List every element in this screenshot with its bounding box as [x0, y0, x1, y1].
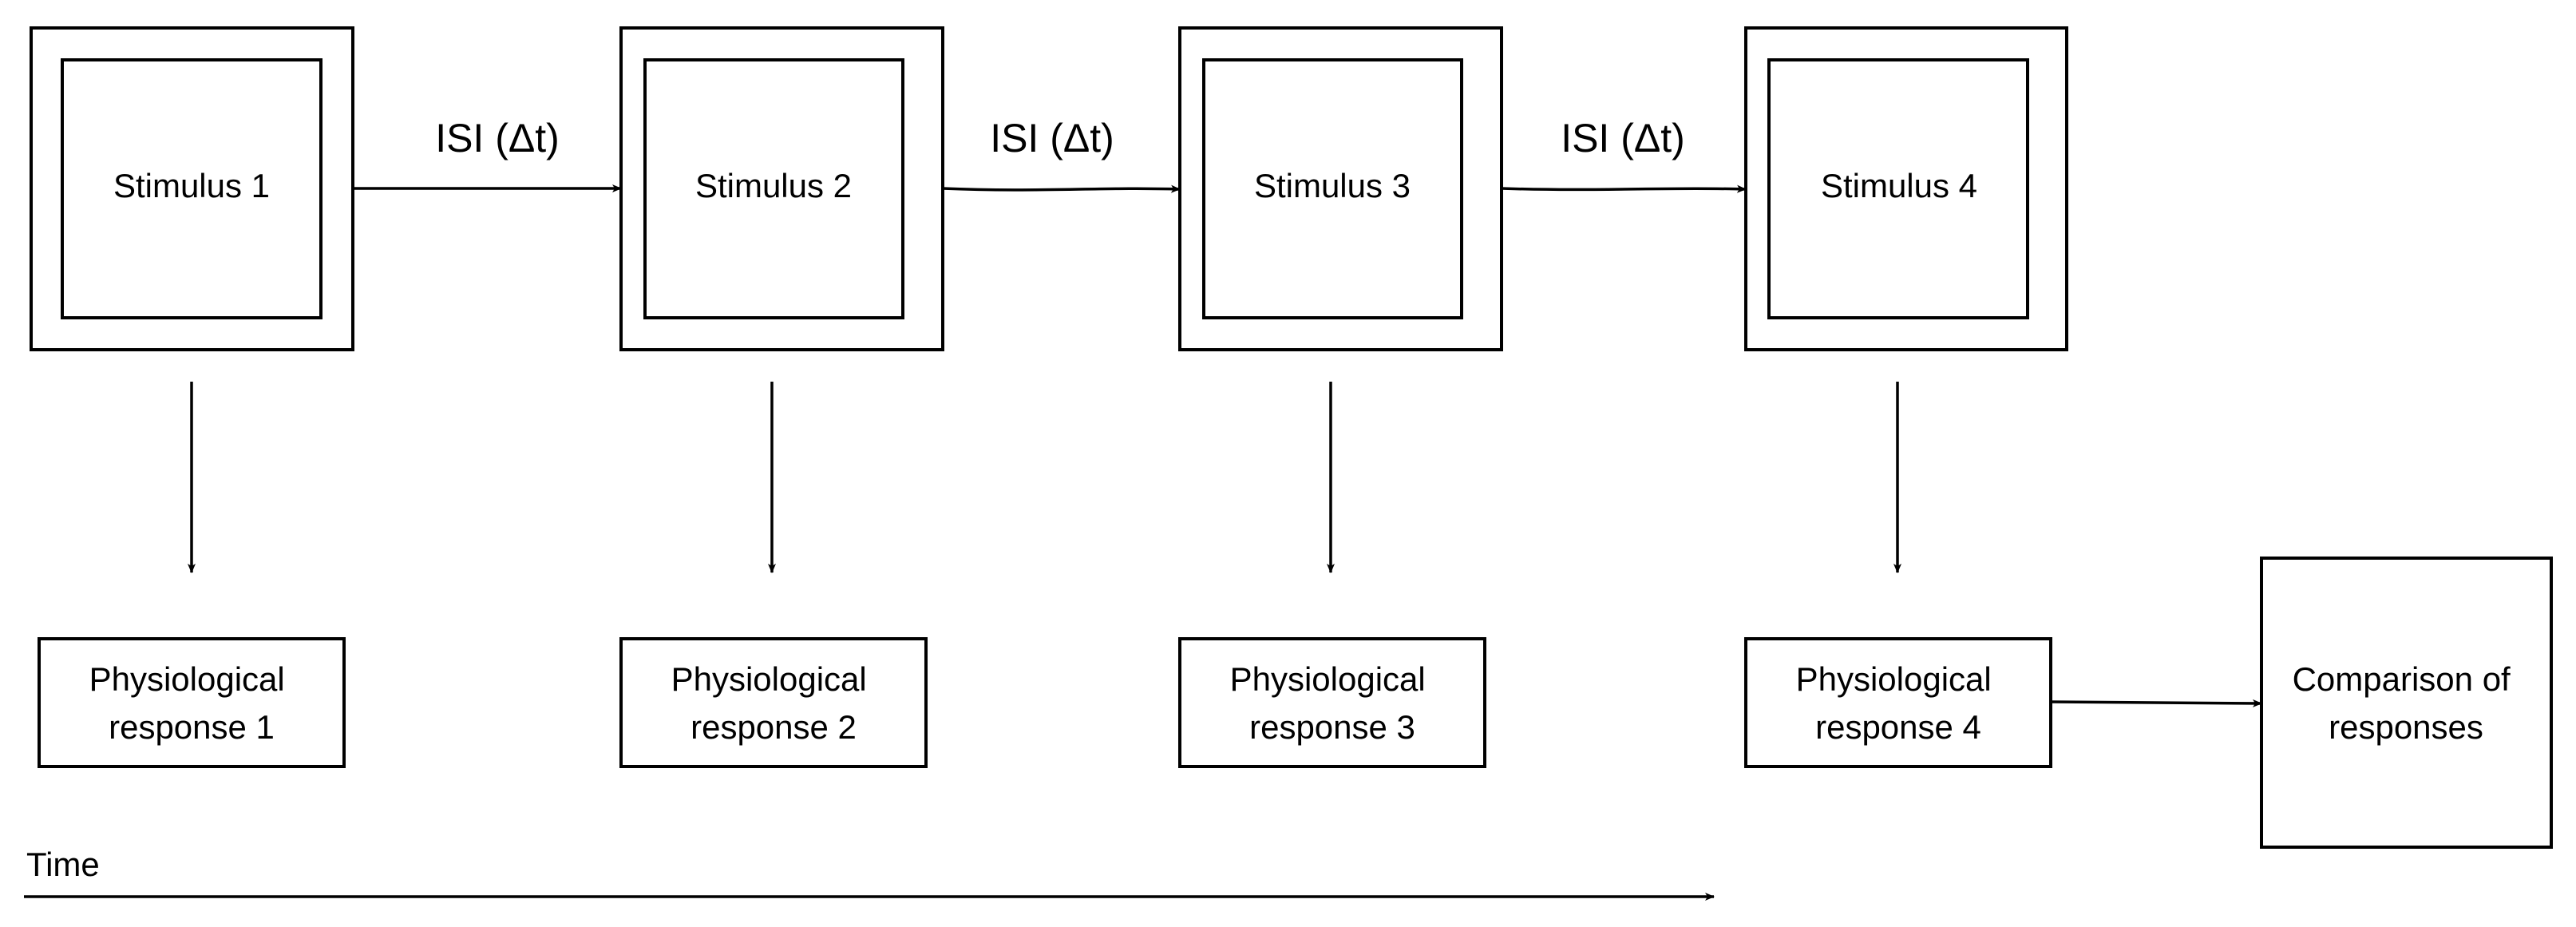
stimulus-4-label: Stimulus 4 [1821, 167, 1977, 204]
response-3-line1: Physiological [1230, 660, 1426, 698]
response-4-node: Physiological response 4 [1744, 637, 2052, 768]
response-4-line2: response 4 [1815, 708, 1981, 746]
response-1-line1: Physiological [89, 660, 285, 698]
stimulus-3-node: Stimulus 3 [1178, 26, 1503, 351]
stimulus-1-node: Stimulus 1 [30, 26, 354, 351]
stimulus-1-label: Stimulus 1 [113, 167, 270, 204]
svg-text:Physiological response 3: Physiological response 3 [1230, 660, 1435, 746]
isi-label-3: ISI (Δt) [1561, 116, 1685, 160]
time-label: Time [26, 846, 100, 883]
response-2-line1: Physiological [671, 660, 867, 698]
response-2-line2: response 2 [690, 708, 857, 746]
isi-label-1: ISI (Δt) [435, 116, 560, 160]
response-1-node: Physiological response 1 [38, 637, 346, 768]
svg-text:Physiological response 4: Physiological response 4 [1796, 660, 2001, 746]
svg-text:Physiological response 2: Physiological response 2 [671, 660, 876, 746]
stimulus-2-label: Stimulus 2 [695, 167, 852, 204]
comparison-arrow [2050, 699, 2262, 707]
svg-text:Physiological response 1: Physiological response 1 [89, 660, 295, 746]
response-2-node: Physiological response 2 [619, 637, 928, 768]
comparison-line1: Comparison of [2293, 660, 2511, 698]
stimulus-4-node: Stimulus 4 [1744, 26, 2068, 351]
stimulus-3-label: Stimulus 3 [1254, 167, 1411, 204]
comparison-node: Comparison of responses [2260, 557, 2553, 849]
comparison-line2: responses [2329, 708, 2483, 746]
isi-arrow-3 [1501, 184, 1747, 193]
response-3-line2: response 3 [1249, 708, 1415, 746]
stimulus-2-node: Stimulus 2 [619, 26, 944, 351]
response-3-node: Physiological response 3 [1178, 637, 1486, 768]
response-4-line1: Physiological [1796, 660, 1992, 698]
isi-arrow-2 [942, 184, 1181, 193]
isi-label-2: ISI (Δt) [990, 116, 1114, 160]
response-1-line2: response 1 [109, 708, 275, 746]
svg-text:Comparison of responses: Comparison of responses [2293, 660, 2520, 746]
